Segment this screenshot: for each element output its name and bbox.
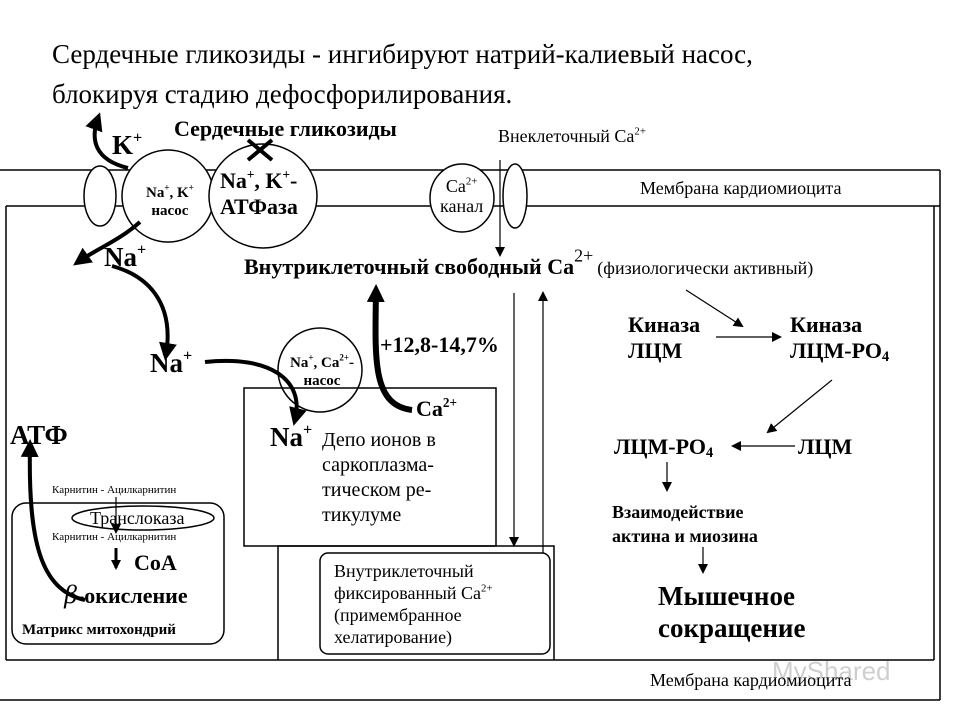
left-channel-shape xyxy=(83,165,117,227)
ca-channel-label: Са2+ канал xyxy=(440,175,484,216)
atpase-label: Na+, K+- АТФаза xyxy=(220,166,298,219)
title-line-2: блокируя стадию дефосфорилирования. xyxy=(52,79,513,109)
beta-oxidation-label: β-окисление xyxy=(64,580,188,609)
na-in-label: Na+ xyxy=(150,346,193,378)
mlc-po4-label: ЛЦМ-РО4 xyxy=(614,434,714,461)
nak-pump-label: Na+, K+ насос xyxy=(146,182,194,219)
coa-label: CoA xyxy=(134,550,177,575)
translocase-shape xyxy=(71,505,215,531)
kinase-mlck-label: Киназа ЛЦМ xyxy=(628,312,701,363)
title-line-1: Сердечные гликозиды - ингибируют натрий-… xyxy=(52,39,753,69)
watermark-logo: MyShared xyxy=(772,656,891,686)
intracellular-free-ca-label: Внутриклеточный свободный Са2+ (физиолог… xyxy=(244,245,814,279)
actin-myosin-label: Взаимодействие актина и миозина xyxy=(612,502,758,546)
right-channel-shape xyxy=(502,163,528,229)
carnitine-label-2: Карнитин - Ацилкарнитин xyxy=(52,531,177,543)
na-out-label: Na+ xyxy=(104,240,147,272)
membrane-top-label: Мембрана кардиомиоцита xyxy=(640,178,842,198)
exchanger-label: Na+, Ca2+- насос xyxy=(290,352,354,389)
ca-up-arrow xyxy=(366,284,413,413)
na-in-arrow xyxy=(111,264,177,361)
ca-channel-shape xyxy=(429,163,495,233)
mlc-label: ЛЦМ xyxy=(798,434,853,459)
ca-exchange-label: Са2+ xyxy=(416,394,457,421)
mitochondria-box xyxy=(11,502,225,645)
phospho-down-arrow xyxy=(766,379,833,434)
atf-arrow xyxy=(20,439,86,602)
depot-text: Депо ионов в саркоплазма- тическом ре- т… xyxy=(322,429,436,526)
glycosides-label: Сердечные гликозиды xyxy=(174,116,397,141)
atpase-shape xyxy=(208,143,318,249)
sr-inner-box xyxy=(277,545,555,660)
atf-label: АТФ xyxy=(10,420,68,450)
na-depot-label: Na+ xyxy=(270,420,313,452)
glycoside-x-2 xyxy=(246,138,274,162)
extracellular-ca-label: Внеклеточный Са2+ xyxy=(498,125,646,146)
k-arrow xyxy=(85,112,129,170)
free-ca-to-kinase-arrow xyxy=(685,289,744,328)
na-out-arrow xyxy=(73,220,142,266)
percent-label: +12,8-14,7% xyxy=(380,332,499,357)
kinase-mlck-po4-label: Киназа ЛЦМ-РО4 xyxy=(790,312,890,365)
fixed-ca-label: Внутриклеточный фиксированный Са2+ (прим… xyxy=(334,561,493,647)
exchanger-shape xyxy=(277,327,363,413)
slide-title: Сердечные гликозиды - ингибируют натрий-… xyxy=(52,34,753,114)
matrix-label: Матрикс митохондрий xyxy=(22,622,176,638)
na-exchange-arrow xyxy=(204,358,307,426)
membrane-bottom-label: Мембрана кардиомиоцита xyxy=(650,670,852,690)
contraction-label: Мышечное сокращение xyxy=(658,581,806,643)
k-ion-label: K+ xyxy=(112,128,143,160)
fixed-ca-box xyxy=(319,552,551,655)
carnitine-label-1: Карнитин - Ацилкарнитин xyxy=(52,484,177,496)
translocase-label: Транслоказа xyxy=(90,508,185,528)
